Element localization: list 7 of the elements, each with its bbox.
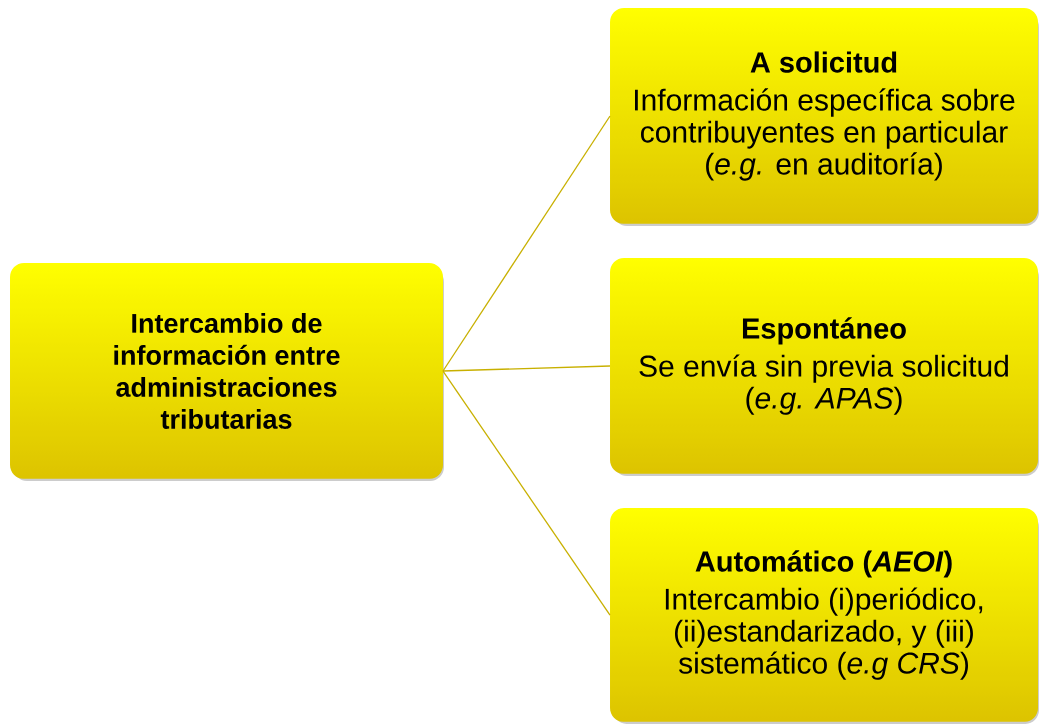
rounded-box: A solicitud Información específica sobre contribuyentes en particular (e.g. en auditoría) (610, 8, 1039, 226)
connector-line (442, 115, 611, 372)
rounded-box: Automático (AEOI) Intercambio (i)periódico, (ii)estandarizado, y (iii) sistemático (e.g CRS) (610, 508, 1039, 724)
connector-line (442, 370, 611, 616)
rounded-box: Espontáneo Se envía sin previa solicitud (e.g. APAS) (610, 258, 1039, 476)
connector-line (442, 365, 611, 372)
rounded-box: Intercambio de información entre administraciones tributarias (10, 263, 444, 481)
